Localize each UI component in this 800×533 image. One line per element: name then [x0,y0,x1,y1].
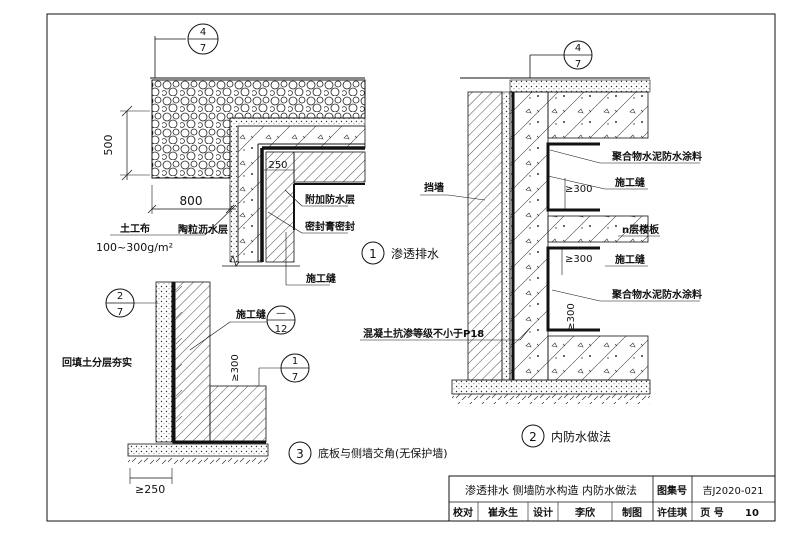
svg-text:内防水做法: 内防水做法 [551,429,611,444]
detail-2-internal-waterproofing: 4 7 ≥300 ≥300 ≥300 挡墙 聚合物水泥防水涂料 [360,40,702,448]
dim-800: 800 [180,194,203,208]
svg-text:4: 4 [575,43,581,54]
d2-label-joint-mid: 施工缝 [615,253,645,266]
svg-text:渗透排水: 渗透排水 [391,246,439,261]
label-geotextile-weight: 100~300g/m² [96,241,173,254]
d3-250: ≥250 [135,483,165,496]
svg-text:7: 7 [200,43,206,54]
svg-text:7: 7 [292,372,298,383]
dim-250: 250 [268,160,287,171]
ref-marker-d3-left: 2 7 [105,288,135,318]
ref-marker-d2-top: 4 7 [563,40,593,70]
svg-text:2: 2 [529,430,537,444]
d2-300-a: ≥300 [565,184,592,195]
svg-text:1: 1 [292,356,298,367]
svg-text:7: 7 [575,59,581,70]
atlas-value: 吉J2020-021 [702,485,763,497]
svg-text:4: 4 [200,27,206,38]
draw-label: 制图 [622,506,642,519]
d2-structural-wall [509,91,549,381]
check-label: 校对 [453,506,473,519]
d3-300: ≥300 [230,354,241,381]
atlas-label: 图集号 [657,484,687,497]
label-geotextile: 土工布 [120,222,150,235]
d2-label-joint-top: 施工缝 [615,176,645,189]
draw-name: 许佳琪 [657,506,687,519]
design-label: 设计 [533,506,553,519]
page-label: 页 号 [700,507,723,519]
ref-marker-d3-bottom: 1 7 [280,353,310,383]
d3-label-backfill: 回填土分层夯实 [62,356,132,369]
detail-3-slab-wall-corner: 2 7 — 12 施工缝 1 7 ≥300 回填土分层夯实 ≥250 3 [62,281,448,496]
d2-retaining-wall [467,91,503,381]
label-sealant: 密封膏密封 [305,220,355,233]
label-joint: 施工缝 [306,272,336,285]
d2-label-retaining-wall: 挡墙 [424,181,444,194]
svg-text:7: 7 [117,307,123,318]
svg-text:底板与侧墙交角(无保护墙): 底板与侧墙交角(无保护墙) [318,446,448,460]
svg-text:12: 12 [275,324,288,335]
d2-label-coating-bottom: 聚合物水泥防水涂料 [611,288,702,301]
title-block: 渗透排水 侧墙防水构造 内防水做法 图集号 吉J2020-021 校对 崔永生 … [448,475,776,522]
detail-2-title: 2 内防水做法 [521,424,611,448]
ref-marker-d3-mid: — 12 [266,305,296,335]
d2-label-floor-slab: n层楼板 [622,223,660,236]
d3-label-joint: 施工缝 [236,308,266,321]
label-ceramsite: 陶粒沥水层 [178,223,228,236]
design-name: 李欣 [574,506,596,519]
check-name: 崔永生 [487,506,518,519]
dim-500: 500 [102,135,115,156]
sheet-border [46,13,776,522]
detail-1-seepage-drainage: 4 7 500 800 250 [96,23,439,286]
ref-marker-d1-top: 4 7 [187,23,219,55]
label-extra-layer: 附加防水层 [305,193,355,206]
page-value: 10 [745,508,759,519]
svg-text:—: — [276,308,286,319]
svg-text:2: 2 [117,291,123,302]
svg-text:3: 3 [296,447,304,461]
d2-label-concrete-grade: 混凝土抗渗等级不小于P18 [363,327,484,340]
detail-1-title: 1 渗透排水 [361,241,439,265]
detail-3-title: 3 底板与侧墙交角(无保护墙) [288,441,448,465]
d2-300-c: ≥300 [566,303,577,330]
svg-text:1: 1 [369,247,377,261]
d2-300-b: ≥300 [565,254,592,265]
d2-label-coating-top: 聚合物水泥防水涂料 [611,150,702,163]
title-block-title: 渗透排水 侧墙防水构造 内防水做法 [465,483,637,497]
